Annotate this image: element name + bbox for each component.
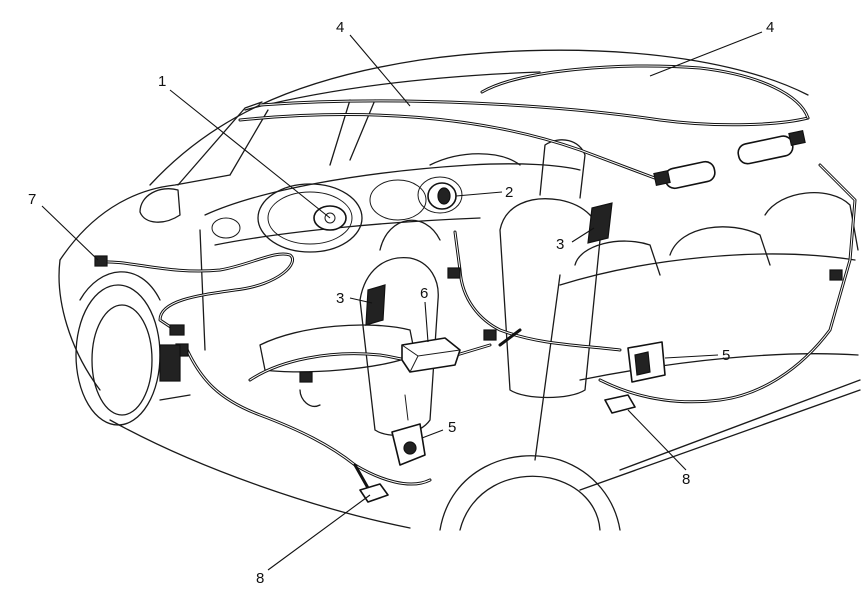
callout-7: 7 <box>28 191 36 208</box>
sdm-control-module <box>401 337 461 373</box>
leader-8-rear <box>627 409 687 471</box>
leader-4-left <box>349 34 411 107</box>
seatbelt-pretensioner-rear <box>627 341 666 383</box>
side-impact-sensor-rear <box>604 394 636 414</box>
leader-lines <box>41 31 763 571</box>
seatbelt-pretensioner-front <box>391 394 426 466</box>
callout-5-rear: 5 <box>722 347 730 364</box>
side-airbag-passenger-seat <box>587 202 613 244</box>
curtain-airbag-inflator <box>653 129 806 190</box>
callout-8-rear: 8 <box>682 471 690 488</box>
callout-3-driver: 3 <box>336 290 344 307</box>
leader-3-passenger <box>571 227 595 243</box>
leader-6 <box>424 301 429 343</box>
callout-4-left: 4 <box>336 19 344 36</box>
callout-3-passenger: 3 <box>556 236 564 253</box>
leader-1 <box>169 89 331 219</box>
callout-labels: 1 2 3 3 4 4 5 5 6 7 8 8 <box>28 19 774 587</box>
wiring-harness <box>98 64 857 490</box>
callout-5-front: 5 <box>448 419 456 436</box>
callout-8-front: 8 <box>256 570 264 587</box>
leader-5-front <box>421 429 444 439</box>
leader-2 <box>455 191 503 197</box>
leader-8-front <box>267 494 371 571</box>
callout-2: 2 <box>505 184 513 201</box>
callout-6: 6 <box>420 285 428 302</box>
passenger-airbag-module <box>427 182 457 210</box>
leader-7 <box>41 205 99 261</box>
callout-4-right: 4 <box>766 19 774 36</box>
side-airbag-driver-seat <box>365 284 386 326</box>
callout-1: 1 <box>158 73 166 90</box>
leader-4-right <box>649 31 763 77</box>
leader-5-rear <box>664 354 719 359</box>
front-impact-sensor <box>94 255 108 267</box>
leader-3-driver <box>349 297 373 304</box>
harness-connectors <box>159 267 843 383</box>
